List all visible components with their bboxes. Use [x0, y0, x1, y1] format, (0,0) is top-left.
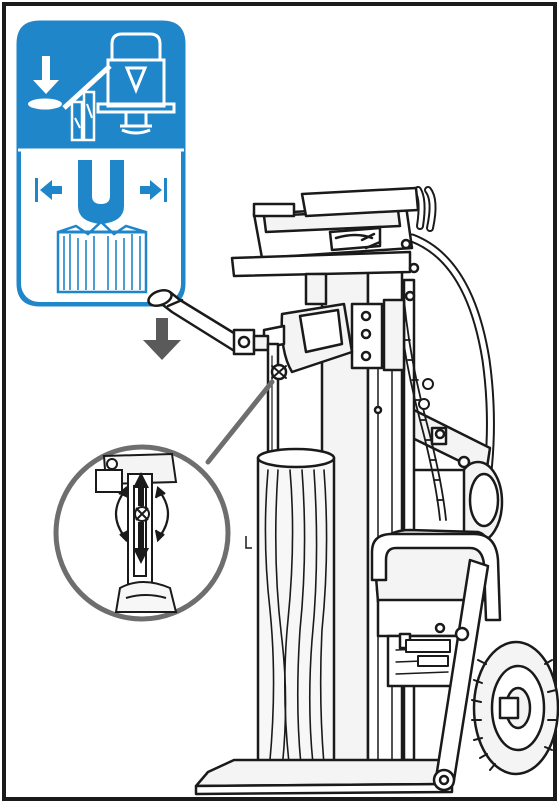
down-arrow-icon — [143, 318, 181, 360]
base-plate — [194, 758, 454, 796]
locking-knob[interactable] — [270, 363, 288, 381]
wood-log — [256, 447, 336, 794]
left-bracket-arrow-icon — [35, 178, 62, 202]
splitter-head — [230, 186, 420, 306]
detail-callout — [53, 379, 275, 622]
alignment-mark — [245, 536, 252, 549]
splitter-head-icon — [96, 32, 176, 135]
lever-icon — [62, 64, 112, 142]
transport-handle[interactable] — [370, 532, 502, 792]
rotate-arrows-icon — [114, 485, 170, 543]
instruction-pictogram — [16, 20, 186, 307]
locking-knob — [134, 506, 150, 522]
split-log-icon — [56, 220, 148, 294]
down-arrow-icon — [28, 56, 62, 110]
splitting-wedge — [262, 302, 354, 374]
down-triangle-icon — [124, 66, 148, 94]
callout-leader — [205, 379, 275, 465]
transport-wheel — [471, 640, 559, 776]
up-down-arrow-icon — [133, 472, 149, 564]
guide-bracket — [350, 298, 406, 372]
lever-rod — [266, 342, 288, 456]
operating-lever[interactable] — [146, 287, 270, 356]
hose-fittings — [405, 378, 451, 667]
right-bracket-arrow-icon — [140, 178, 167, 202]
wedge-icon — [78, 160, 124, 224]
log-splitter-machine — [146, 186, 559, 796]
